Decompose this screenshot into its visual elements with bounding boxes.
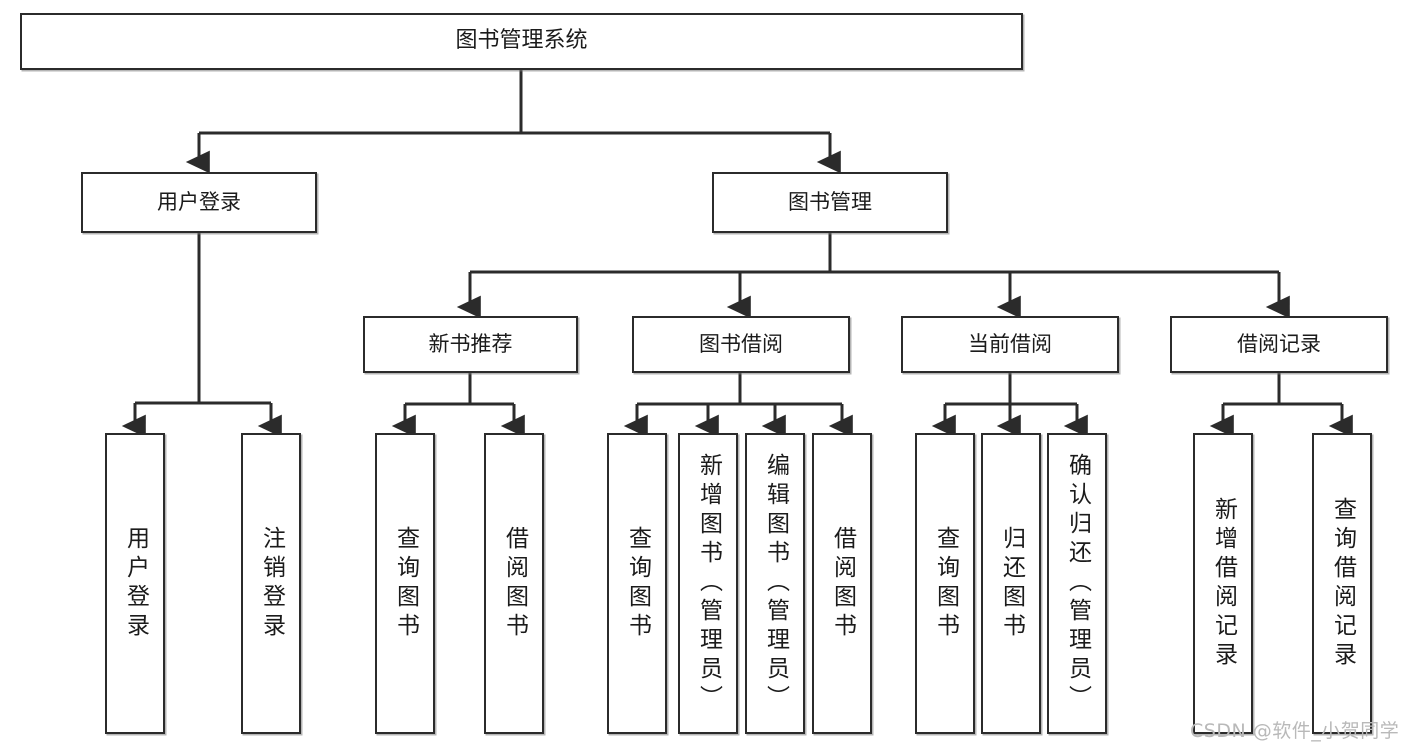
node-current-borrow[interactable]: 当前借阅 [901,316,1119,373]
node-user-login[interactable]: 用户登录 [81,172,317,233]
leaf-add-book-admin[interactable]: 新增图书（管理员） [678,433,738,734]
node-label: 新增借阅记录 [1210,496,1237,671]
node-label: 归还图书 [998,525,1025,642]
leaf-query-borrow-record[interactable]: 查询借阅记录 [1312,433,1372,734]
leaf-borrow-book-recommend[interactable]: 借阅图书 [484,433,544,734]
node-label: 新书推荐 [428,331,513,356]
node-label: 注销登录 [258,525,285,642]
leaf-logout-login[interactable]: 注销登录 [241,433,301,734]
node-label: 图书管理 [788,189,872,214]
node-label: 查询图书 [624,525,651,642]
node-label: 用户登录 [122,525,149,642]
node-label: 借阅图书 [829,525,856,642]
node-label: 编辑图书（管理员） [762,453,789,714]
leaf-confirm-return-admin[interactable]: 确认归还（管理员） [1047,433,1107,734]
leaf-borrow-book-borrow[interactable]: 借阅图书 [812,433,872,734]
node-root-book-management-system[interactable]: 图书管理系统 [20,13,1023,70]
node-label: 用户登录 [157,189,241,214]
node-new-book-recommend[interactable]: 新书推荐 [363,316,578,373]
leaf-edit-book-admin[interactable]: 编辑图书（管理员） [745,433,805,734]
node-label: 借阅记录 [1237,331,1321,356]
leaf-add-borrow-record[interactable]: 新增借阅记录 [1193,433,1253,734]
node-label: 查询图书 [932,525,959,642]
leaf-query-book-recommend[interactable]: 查询图书 [375,433,435,734]
leaf-return-book[interactable]: 归还图书 [981,433,1041,734]
node-label: 图书管理系统 [455,28,588,54]
node-label: 查询借阅记录 [1329,496,1356,671]
leaf-query-book-current[interactable]: 查询图书 [915,433,975,734]
node-borrow-record[interactable]: 借阅记录 [1170,316,1388,373]
node-label: 图书借阅 [699,331,783,356]
csdn-watermark: CSDN @软件_小贺同学 [1190,720,1400,742]
node-label: 当前借阅 [968,331,1052,356]
node-book-management[interactable]: 图书管理 [712,172,948,233]
node-book-borrow[interactable]: 图书借阅 [632,316,850,373]
node-label: 查询图书 [392,525,419,642]
node-label: 确认归还（管理员） [1064,453,1091,714]
node-label: 新增图书（管理员） [695,453,722,714]
leaf-user-login[interactable]: 用户登录 [105,433,165,734]
node-label: 借阅图书 [501,525,528,642]
leaf-query-book-borrow[interactable]: 查询图书 [607,433,667,734]
